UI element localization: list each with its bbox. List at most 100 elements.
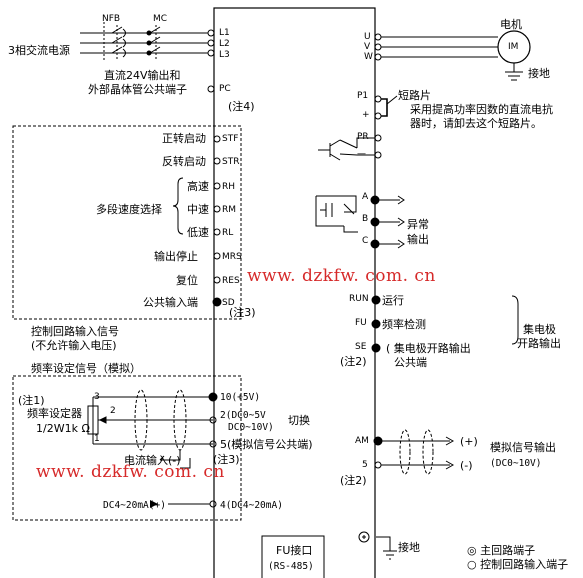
output-terminals bbox=[374, 33, 498, 61]
terminal-2-label: 2(DC0~5V bbox=[220, 410, 266, 421]
note2-label: (注2) bbox=[340, 355, 367, 368]
am-label: AM bbox=[355, 436, 369, 446]
sd-desc: 公共输入端 bbox=[143, 296, 198, 309]
control-input-terminals bbox=[212, 135, 222, 307]
p1-label: P1 bbox=[357, 91, 369, 101]
minus-label: — bbox=[357, 149, 366, 159]
se-desc-2: 公共端 bbox=[394, 356, 427, 369]
pot-pin-3: 3 bbox=[94, 392, 100, 402]
power-input-lines bbox=[80, 22, 208, 62]
switch-label: 切换 bbox=[288, 414, 310, 427]
control-input-note: (不允许输入电压) bbox=[31, 339, 117, 352]
frequency-potentiometer bbox=[87, 396, 213, 445]
brake-resistor-terminals bbox=[318, 134, 382, 161]
terminal-l3 bbox=[207, 49, 215, 57]
note2-am-label: (注2) bbox=[340, 474, 367, 487]
relay-c-label: C bbox=[362, 236, 369, 246]
note4-label: (注4) bbox=[228, 100, 255, 113]
pr-label: PR bbox=[357, 132, 369, 142]
fu-terminal: FU bbox=[355, 318, 367, 328]
nfb-label: NFB bbox=[102, 14, 121, 24]
multi-speed-label: 多段速度选择 bbox=[96, 203, 162, 216]
analog-input-terminals bbox=[208, 392, 218, 508]
mrs-desc: 输出停止 bbox=[154, 250, 198, 263]
pot-pin-1: 1 bbox=[94, 434, 100, 444]
motor bbox=[497, 30, 531, 81]
freq-setter-label: 频率设定器 bbox=[27, 407, 82, 420]
shorting-plate-note-1: 采用提高功率因数的直流电抗 bbox=[410, 103, 553, 116]
mc-contactor bbox=[146, 25, 161, 60]
fu-desc: 频率检测 bbox=[382, 318, 426, 331]
rh-terminal: RH bbox=[222, 182, 236, 192]
shorting-plate-title: 短路片 bbox=[398, 89, 431, 102]
control-input-box bbox=[12, 125, 242, 320]
shield-ground bbox=[159, 450, 181, 461]
legend-main-circuit: ◎ 主回路端子 bbox=[467, 544, 536, 557]
terminal-10-label: 10(+5V) bbox=[220, 392, 261, 403]
str-terminal: STR bbox=[222, 157, 240, 167]
oc-output-2: 开路输出 bbox=[517, 337, 561, 350]
oc-output-1: 集电极 bbox=[523, 323, 556, 336]
rh-desc: 高速 bbox=[187, 180, 209, 193]
dc24v-label-1: 直流24V输出和 bbox=[104, 69, 181, 82]
shorting-plate-note-2: 器时，请卸去这个短路片。 bbox=[410, 117, 542, 130]
current-input-wire bbox=[180, 458, 191, 469]
motor-title: 电机 bbox=[500, 18, 522, 31]
note3-analog-label: (注3) bbox=[213, 453, 240, 466]
mrs-terminal: MRS bbox=[222, 252, 242, 262]
analog-out-range: (DC0~10V) bbox=[490, 458, 542, 469]
terminal-5-label: 5(模拟信号公共端) bbox=[220, 438, 313, 451]
fault-output-1: 异常 bbox=[407, 218, 429, 231]
fu-interface-box bbox=[261, 535, 325, 578]
inverter-body bbox=[213, 7, 376, 578]
terminal-l2 bbox=[207, 39, 215, 47]
watermark-bottom: www. dzkfw. com. cn bbox=[36, 462, 225, 482]
shorting-plate bbox=[374, 95, 398, 120]
freq-setting-box bbox=[12, 375, 242, 521]
u-label: U bbox=[364, 32, 371, 42]
rl-desc: 低速 bbox=[187, 226, 209, 239]
fu-port-sub: (RS-485) bbox=[268, 561, 314, 572]
res-desc: 复位 bbox=[176, 274, 198, 287]
motor-symbol: IM bbox=[508, 42, 519, 52]
am-plus-label: (+) bbox=[460, 435, 478, 448]
terminal-4-label: 4(DC4~20mA) bbox=[220, 500, 283, 511]
chassis-ground bbox=[358, 531, 397, 560]
v-label: V bbox=[364, 42, 371, 52]
watermark-top: www. dzkfw. com. cn bbox=[247, 266, 436, 286]
motor-ground: 接地 bbox=[528, 67, 550, 80]
relay-a-label: A bbox=[362, 192, 369, 202]
freq-setter-rating: 1/2W1k Ω bbox=[36, 422, 90, 435]
ground-label: 接地 bbox=[398, 541, 420, 554]
l2-label: L2 bbox=[219, 39, 230, 49]
mc-label: MC bbox=[153, 14, 168, 24]
sd-terminal: SD bbox=[222, 298, 235, 308]
fu-port-title: FU接口 bbox=[276, 544, 313, 557]
open-collector-terminals bbox=[371, 295, 519, 353]
legend-control-input: ○ 控制回路输入端子 bbox=[467, 558, 569, 571]
note3-label: (注3) bbox=[229, 306, 256, 319]
rm-terminal: RM bbox=[222, 205, 237, 215]
l1-label: L1 bbox=[219, 28, 230, 38]
current-input-label: 电流输入(-) bbox=[124, 454, 181, 467]
control-input-title: 控制回路输入信号 bbox=[31, 325, 119, 338]
stf-desc: 正转启动 bbox=[162, 132, 206, 145]
pot-pin-2: 2 bbox=[110, 406, 116, 416]
pc-label: PC bbox=[219, 84, 231, 94]
terminal-pc bbox=[207, 85, 215, 93]
note1-label: (注1) bbox=[18, 394, 45, 407]
shield-left bbox=[134, 389, 148, 451]
rm-desc: 中速 bbox=[187, 203, 209, 216]
am-5-label: 5 bbox=[362, 460, 368, 470]
analog-out-label: 模拟信号输出 bbox=[490, 441, 556, 454]
fault-relay bbox=[315, 195, 405, 249]
analog-output bbox=[373, 429, 455, 475]
multi-speed-brace bbox=[172, 177, 184, 235]
am-minus-label: (-) bbox=[460, 459, 473, 472]
plus-label: + bbox=[362, 110, 370, 120]
relay-b-label: B bbox=[362, 214, 369, 224]
str-desc: 反转启动 bbox=[162, 155, 206, 168]
freq-setting-title: 频率设定信号（模拟） bbox=[31, 362, 141, 375]
res-terminal: RES bbox=[222, 276, 240, 286]
